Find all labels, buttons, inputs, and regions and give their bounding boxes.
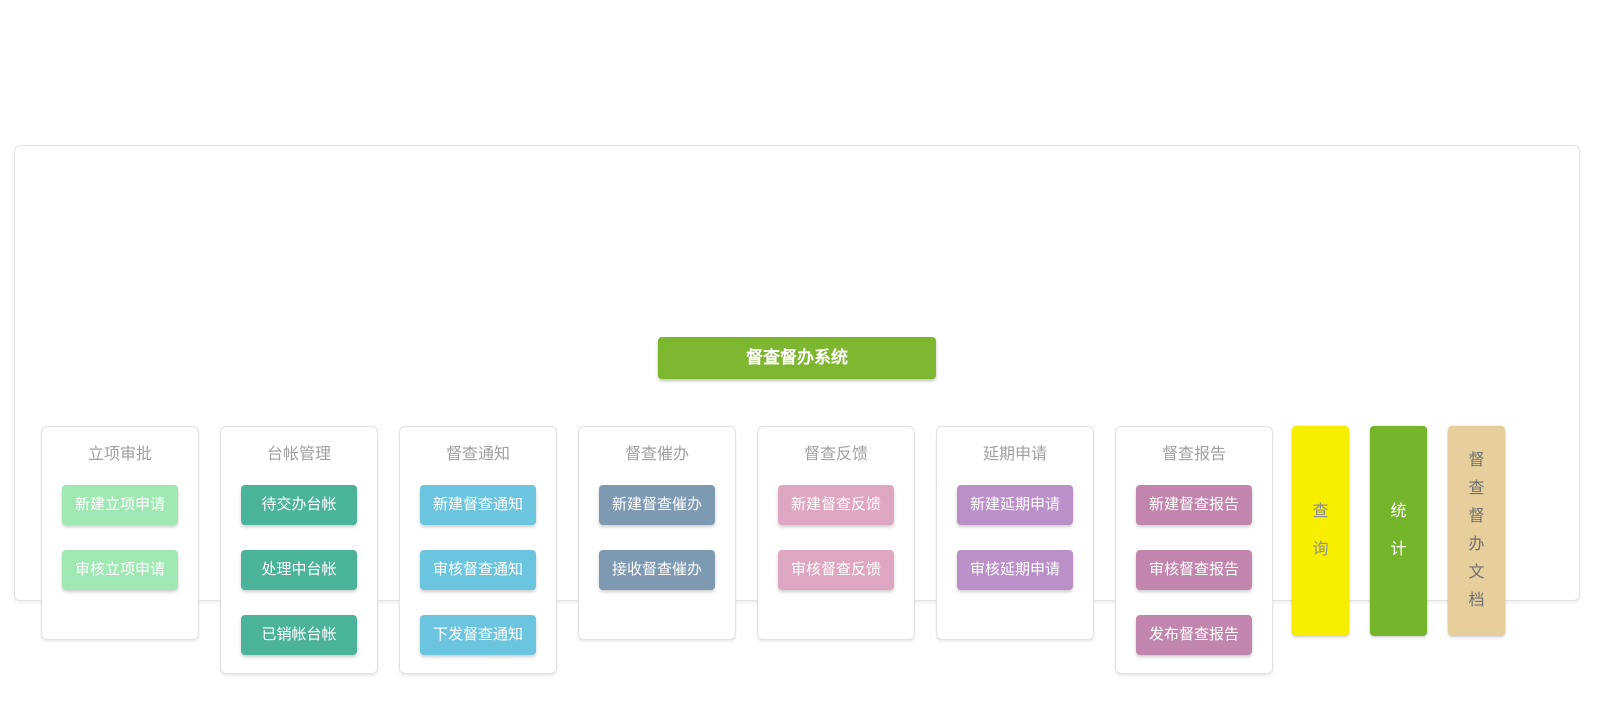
receive-urge-button[interactable]: 接收督查催办 — [599, 550, 715, 590]
sidebar-query-label: 查询 — [1312, 503, 1329, 558]
publish-report-button[interactable]: 发布督查报告 — [1136, 615, 1252, 655]
review-extension-button[interactable]: 审核延期申请 — [957, 550, 1073, 590]
group-title: 督查通知 — [445, 446, 510, 463]
system-title-button[interactable]: 督查督办系统 — [658, 337, 936, 379]
new-extension-button[interactable]: 新建延期申请 — [957, 485, 1073, 525]
review-notice-button[interactable]: 审核督查通知 — [420, 550, 536, 590]
sidebar-statistics-label: 统计 — [1390, 503, 1407, 558]
group-title: 台帐管理 — [266, 446, 331, 463]
new-feedback-button[interactable]: 新建督查反馈 — [778, 485, 894, 525]
closed-ledger-button[interactable]: 已销帐台帐 — [241, 615, 357, 655]
review-report-button[interactable]: 审核督查报告 — [1136, 550, 1252, 590]
group-ledger-management: 台帐管理 待交办台帐 处理中台帐 已销帐台帐 — [220, 426, 378, 674]
group-title: 督查反馈 — [803, 446, 868, 463]
sidebar-query-button[interactable]: 查询 — [1292, 426, 1349, 636]
issue-notice-button[interactable]: 下发督查通知 — [420, 615, 536, 655]
sidebar-documents-button[interactable]: 督查督办文档 — [1448, 426, 1505, 636]
group-title: 督查报告 — [1161, 446, 1226, 463]
review-project-request-button[interactable]: 审核立项申请 — [62, 550, 178, 590]
review-feedback-button[interactable]: 审核督查反馈 — [778, 550, 894, 590]
pending-ledger-button[interactable]: 待交办台帐 — [241, 485, 357, 525]
new-report-button[interactable]: 新建督查报告 — [1136, 485, 1252, 525]
sidebar-statistics-button[interactable]: 统计 — [1370, 426, 1427, 636]
group-supervision-notice: 督查通知 新建督查通知 审核督查通知 下发督查通知 — [399, 426, 557, 674]
group-supervision-feedback: 督查反馈 新建督查反馈 审核督查反馈 — [757, 426, 915, 640]
group-title: 立项审批 — [87, 446, 152, 463]
group-project-approval: 立项审批 新建立项申请 审核立项申请 — [41, 426, 199, 640]
group-supervision-report: 督查报告 新建督查报告 审核督查报告 发布督查报告 — [1115, 426, 1273, 674]
groups-row: 立项审批 新建立项申请 审核立项申请 台帐管理 待交办台帐 处理中台帐 已销帐台… — [41, 426, 1273, 674]
group-title: 延期申请 — [982, 446, 1047, 463]
new-notice-button[interactable]: 新建督查通知 — [420, 485, 536, 525]
in-process-ledger-button[interactable]: 处理中台帐 — [241, 550, 357, 590]
new-project-request-button[interactable]: 新建立项申请 — [62, 485, 178, 525]
new-urge-button[interactable]: 新建督查催办 — [599, 485, 715, 525]
group-title: 督查催办 — [624, 446, 689, 463]
main-panel: 督查督办系统 立项审批 新建立项申请 审核立项申请 台帐管理 待交办台帐 处理中… — [14, 145, 1580, 674]
sidebar-documents-label: 督查督办文档 — [1468, 452, 1485, 609]
group-extension-request: 延期申请 新建延期申请 审核延期申请 — [936, 426, 1094, 640]
group-supervision-urge: 督查催办 新建督查催办 接收督查催办 — [578, 426, 736, 640]
